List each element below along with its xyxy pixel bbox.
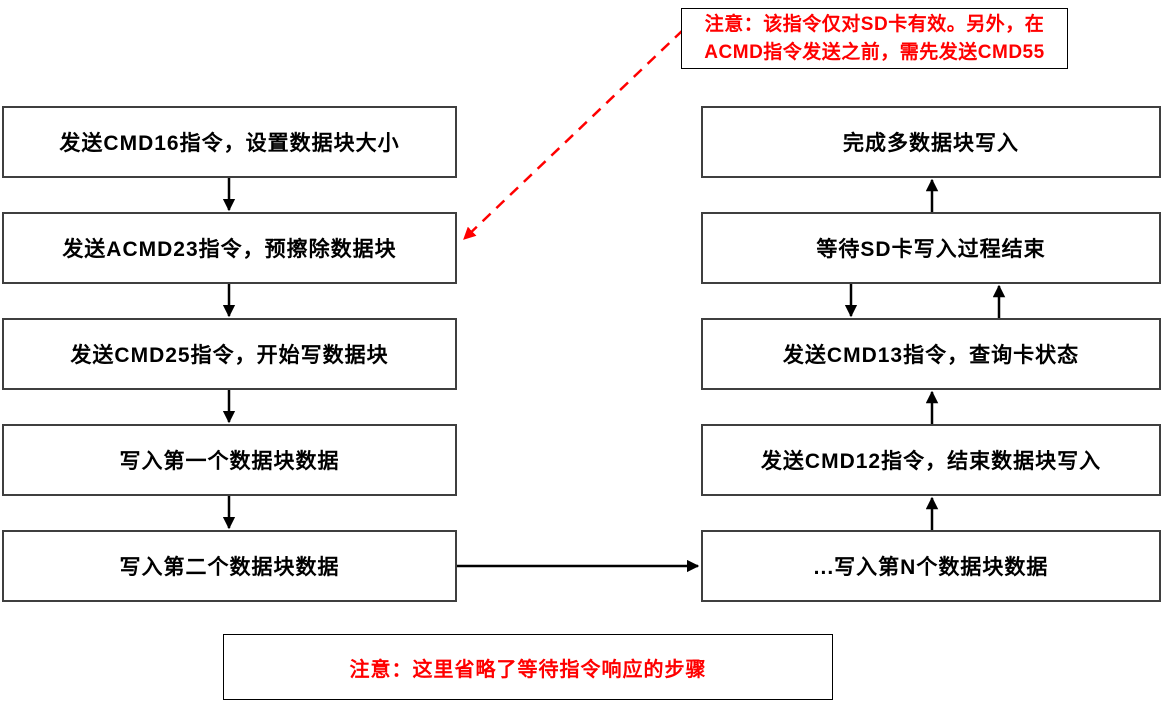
step-send-cmd16: 发送CMD16指令，设置数据块大小 [2,106,457,178]
step-write-block-2: 写入第二个数据块数据 [2,530,457,602]
step-label: 发送CMD12指令，结束数据块写入 [760,450,1102,473]
step-label: 写入第二个数据块数据 [119,556,340,579]
step-label: 写入第一个数据块数据 [119,450,340,473]
step-label: 发送CMD16指令，设置数据块大小 [59,132,400,155]
step-label: 发送CMD13指令，查询卡状态 [782,344,1080,367]
step-label: 完成多数据块写入 [843,132,1019,155]
top-note-line-2: ACMD指令发送之前，需先发送CMD55 [704,41,1045,63]
step-label: 发送CMD25指令，开始写数据块 [70,344,389,367]
top-note: 注意：该指令仅对SD卡有效。另外，在 ACMD指令发送之前，需先发送CMD55 [681,8,1068,69]
step-label: ...写入第N个数据块数据 [813,556,1049,579]
top-note-line-1: 注意：该指令仅对SD卡有效。另外，在 [704,13,1045,35]
step-label: 等待SD卡写入过程结束 [816,238,1046,261]
step-send-cmd25: 发送CMD25指令，开始写数据块 [2,318,457,390]
step-label: 发送ACMD23指令，预擦除数据块 [62,238,397,261]
step-complete-multiblock-write: 完成多数据块写入 [701,106,1161,178]
step-write-block-n: ...写入第N个数据块数据 [701,530,1161,602]
bottom-note: 注意：这里省略了等待指令响应的步骤 [223,634,833,700]
step-send-acmd23: 发送ACMD23指令，预擦除数据块 [2,212,457,284]
dashed-callout-arrow [463,29,684,240]
step-wait-sd-write-finish: 等待SD卡写入过程结束 [701,212,1161,284]
step-send-cmd13: 发送CMD13指令，查询卡状态 [701,318,1161,390]
step-send-cmd12: 发送CMD12指令，结束数据块写入 [701,424,1161,496]
bottom-note-text: 注意：这里省略了等待指令响应的步骤 [349,658,707,681]
step-write-block-1: 写入第一个数据块数据 [2,424,457,496]
